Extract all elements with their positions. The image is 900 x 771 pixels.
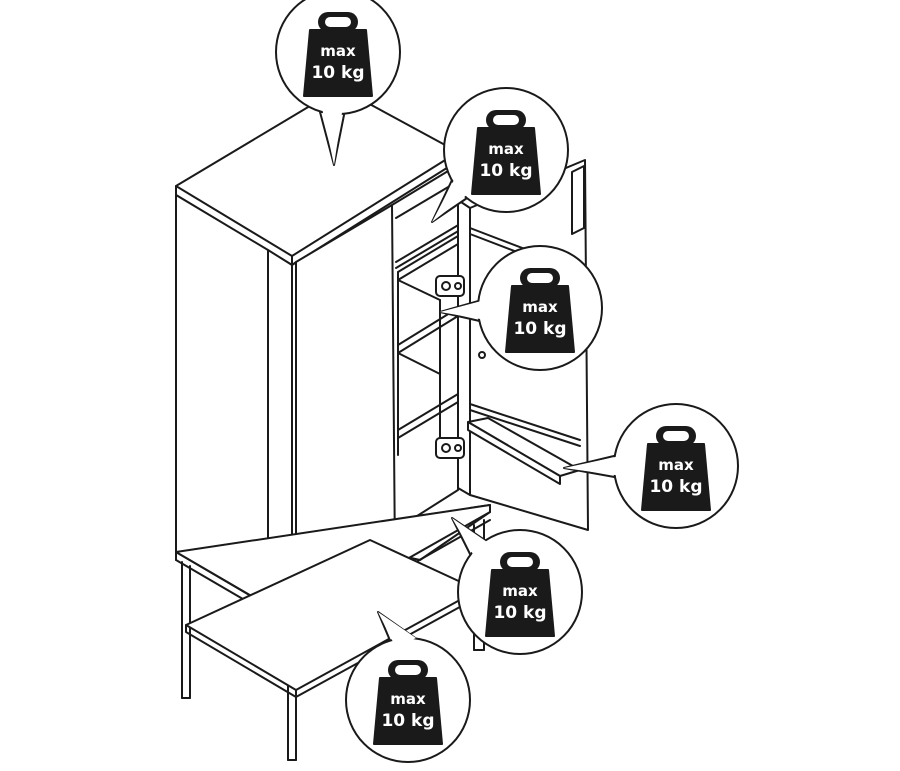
load-label-max: max xyxy=(390,690,426,708)
hinge-lower xyxy=(435,437,465,459)
inner-shelf-3 xyxy=(397,393,459,439)
load-label-max: max xyxy=(488,140,524,158)
weight-icon: max 10 kg xyxy=(485,552,555,637)
load-label-weight: 10 kg xyxy=(311,63,364,83)
load-label-weight: 10 kg xyxy=(479,161,532,181)
weight-icon: max 10 kg xyxy=(471,110,541,195)
load-label-max: max xyxy=(502,582,538,600)
load-label-max: max xyxy=(658,456,694,474)
load-label-weight: 10 kg xyxy=(513,319,566,339)
cabinet-interior xyxy=(391,164,461,531)
weight-icon: max 10 kg xyxy=(373,660,443,745)
hinge-upper xyxy=(435,275,465,297)
weight-body xyxy=(505,285,575,353)
load-label-max: max xyxy=(320,42,356,60)
weight-icon: max 10 kg xyxy=(303,12,373,97)
load-label-max: max xyxy=(522,298,558,316)
weight-body xyxy=(373,677,443,745)
weight-body xyxy=(471,127,541,195)
weight-body xyxy=(641,443,711,511)
weight-icon: max 10 kg xyxy=(641,426,711,511)
load-label-weight: 10 kg xyxy=(649,477,702,497)
weight-body xyxy=(485,569,555,637)
weight-icon: max 10 kg xyxy=(505,268,575,353)
load-label-weight: 10 kg xyxy=(493,603,546,623)
weight-body xyxy=(303,29,373,97)
load-label-weight: 10 kg xyxy=(381,711,434,731)
cabinet xyxy=(175,87,589,761)
